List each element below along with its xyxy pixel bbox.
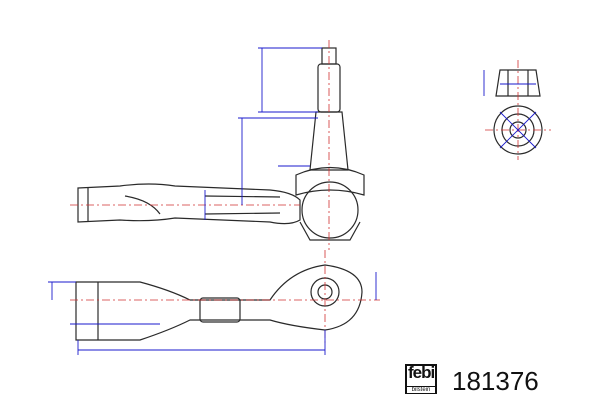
dimension-lines	[48, 47, 537, 355]
stud-side-view	[295, 47, 365, 241]
febi-bilstein-logo: febi bilstein	[405, 363, 437, 394]
brand-name: febi	[408, 363, 435, 382]
part-number: 181376	[452, 366, 539, 396]
brand-sub: bilstein	[407, 386, 435, 393]
arm-top-view	[75, 264, 363, 341]
centerlines	[70, 40, 551, 345]
arm-side-view	[77, 183, 301, 225]
